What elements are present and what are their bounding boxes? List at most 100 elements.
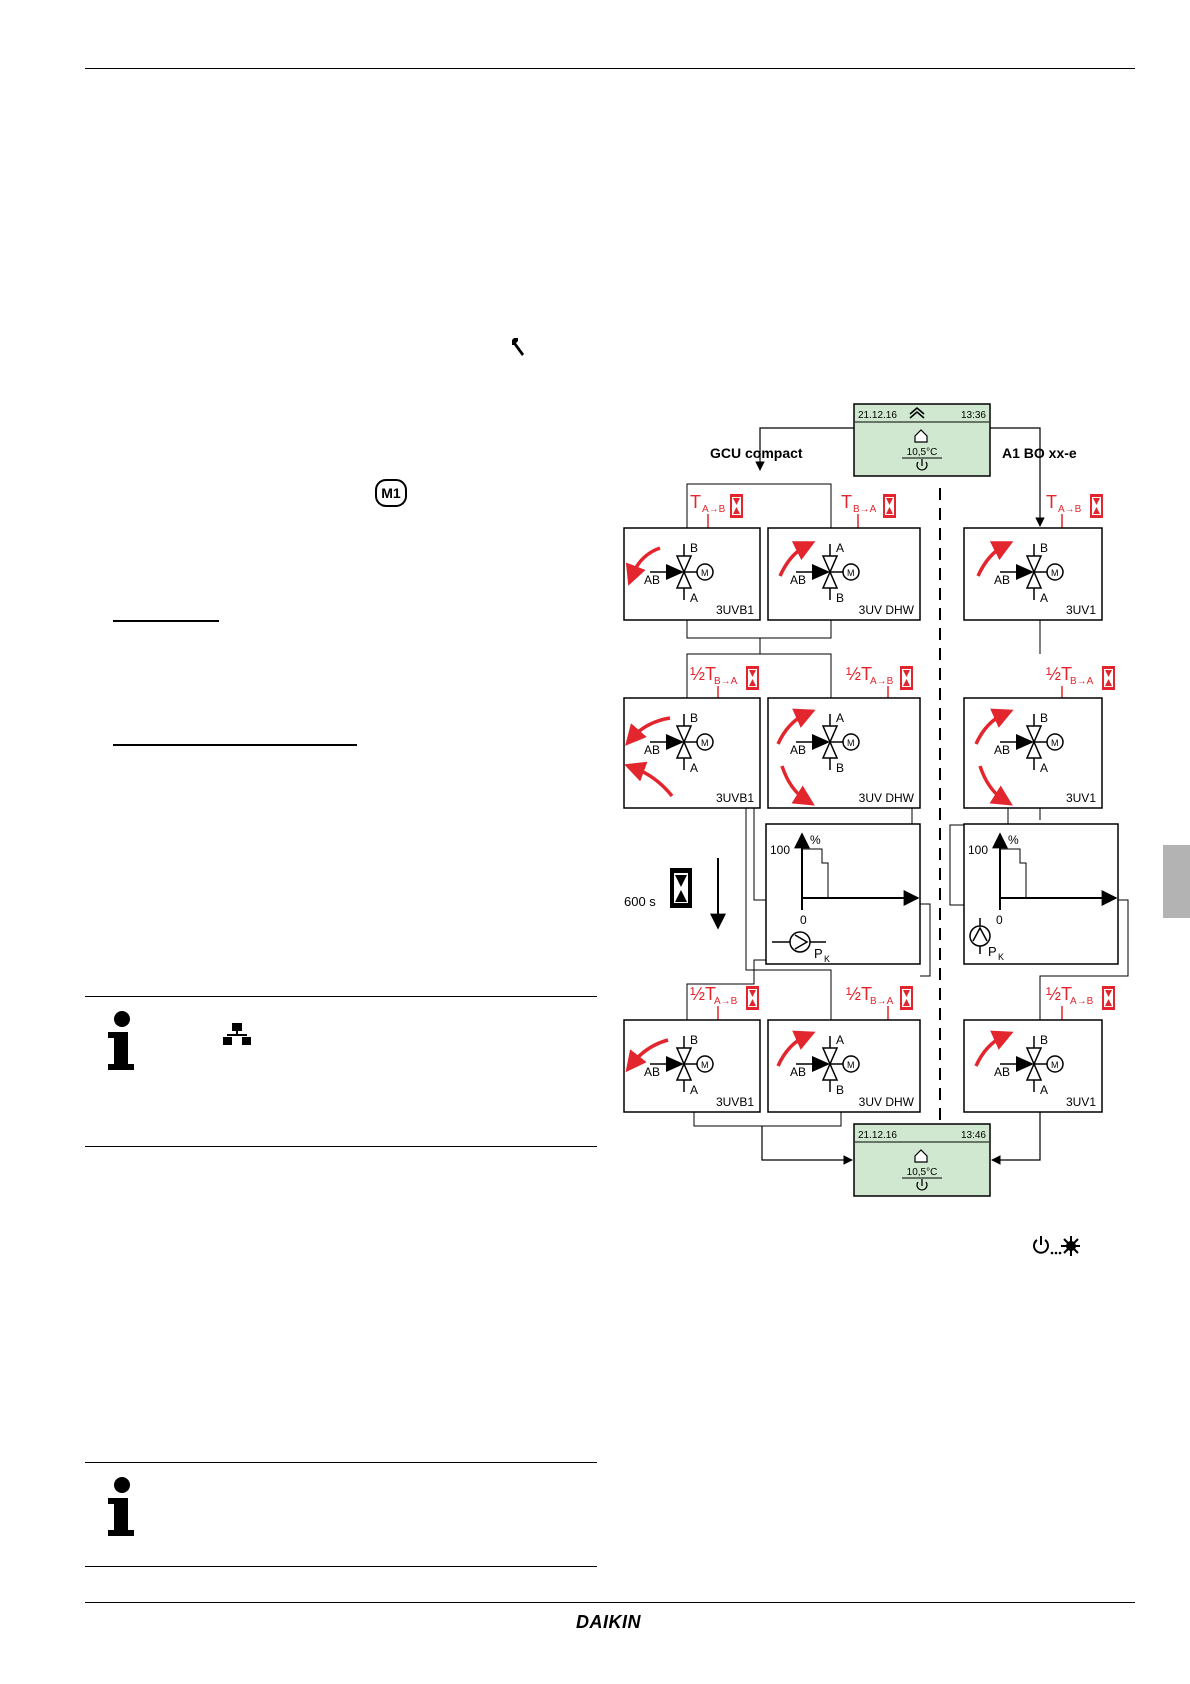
svg-text:A: A [1040, 591, 1048, 605]
svg-text:3UVB1: 3UVB1 [716, 1095, 754, 1109]
svg-text:M: M [1051, 568, 1059, 578]
svg-text:B: B [1040, 711, 1048, 725]
lcd-house-icon [914, 1149, 928, 1163]
svg-text:B: B [1040, 1033, 1048, 1047]
svg-text:B→A: B→A [714, 676, 738, 687]
valve-box-3uvdhw-row1: A AB B M 3UV DHW [767, 527, 921, 621]
svg-text:½T: ½T [690, 984, 716, 1004]
daikin-logo: DAIKIN [576, 1612, 641, 1632]
wait-time-label: 600 s [624, 894, 656, 909]
info-icon [108, 1477, 134, 1536]
svg-text:AB: AB [994, 1065, 1010, 1079]
svg-text:B: B [1040, 541, 1048, 555]
svg-text:3UV1: 3UV1 [1066, 603, 1096, 617]
svg-text:M: M [701, 568, 709, 578]
svg-text:3UV1: 3UV1 [1066, 1095, 1096, 1109]
valve-diagram: 21.12.16 13:36 10,5°C 21.12.16 13:46 10,… [623, 403, 1129, 1197]
svg-text:K: K [824, 954, 830, 964]
info-box-1-top-rule [85, 996, 597, 997]
svg-text:0: 0 [800, 913, 807, 927]
svg-text:B: B [690, 1033, 698, 1047]
header-rule [85, 68, 1135, 69]
svg-text:M: M [701, 738, 709, 748]
svg-text:AB: AB [644, 1065, 660, 1079]
svg-text:A: A [690, 591, 698, 605]
info-icon [108, 1011, 134, 1070]
svg-text:%: % [1008, 833, 1019, 847]
svg-text:AB: AB [994, 743, 1010, 757]
network-icon [223, 1023, 251, 1045]
valve-box-3uv1-row3: B AB A M 3UV1 [963, 1019, 1103, 1113]
svg-text:3UV DHW: 3UV DHW [859, 1095, 915, 1109]
svg-text:B: B [836, 761, 844, 775]
svg-text:B→A: B→A [853, 504, 877, 515]
lcd-time-end: 13:46 [961, 1130, 986, 1141]
svg-text:A: A [690, 761, 698, 775]
svg-text:½T: ½T [1046, 984, 1072, 1004]
svg-text:A: A [1040, 761, 1048, 775]
timer-t-ba-1: T B→A [841, 492, 896, 518]
svg-text:B: B [836, 591, 844, 605]
valve-box-3uvdhw-row3: A AB B M 3UV DHW [767, 1019, 921, 1113]
svg-text:P: P [814, 946, 823, 961]
svg-text:B: B [836, 1083, 844, 1097]
svg-text:T: T [841, 492, 852, 512]
timer-half-t-ab-row3-left: ½T A→B [690, 984, 759, 1010]
svg-text:100: 100 [968, 843, 988, 857]
lcd-mode-icon [909, 407, 925, 419]
svg-text:A→B: A→B [870, 676, 894, 687]
label-a1-bo: A1 BO xx-e [1002, 445, 1077, 461]
svg-text:M: M [847, 1060, 855, 1070]
svg-text:½T: ½T [690, 664, 716, 684]
svg-text:M: M [847, 568, 855, 578]
svg-text:AB: AB [644, 573, 660, 587]
svg-text:AB: AB [994, 573, 1010, 587]
svg-text:AB: AB [790, 1065, 806, 1079]
svg-text:K: K [998, 952, 1004, 962]
label-gcu-compact: GCU compact [710, 445, 803, 461]
timer-half-t-ba-row2-right: ½T B→A [1046, 664, 1115, 690]
svg-text:A: A [836, 711, 844, 725]
timer-half-t-ba-row3-mid: ½T B→A [846, 984, 913, 1010]
m1-badge-label: M1 [381, 485, 401, 501]
svg-text:½T: ½T [846, 984, 872, 1004]
svg-text:3UV1: 3UV1 [1066, 791, 1096, 805]
svg-text:T: T [1046, 492, 1057, 512]
footer-rule [85, 1602, 1135, 1603]
svg-text:0: 0 [996, 913, 1003, 927]
svg-text:100: 100 [770, 843, 790, 857]
lcd-temp-start: 10,5°C [907, 447, 938, 458]
svg-text:T: T [690, 492, 701, 512]
svg-text:AB: AB [790, 743, 806, 757]
m1-badge-icon: M1 [375, 479, 407, 507]
svg-text:A→B: A→B [714, 996, 738, 1007]
svg-text:½T: ½T [1046, 664, 1072, 684]
valve-box-3uvb1-row1: B AB A M 3UVB1 [623, 527, 761, 621]
lcd-temp-end: 10,5°C [907, 1167, 938, 1178]
text-underline-1 [113, 620, 219, 622]
lcd-date-end: 21.12.16 [858, 1130, 897, 1141]
pump-graph-left: % 100 0 P K [765, 823, 921, 965]
timer-half-t-ba-row2-left: ½T B→A [690, 664, 759, 690]
svg-text:A: A [1040, 1083, 1048, 1097]
svg-text:A: A [690, 1083, 698, 1097]
svg-text:B: B [690, 541, 698, 555]
lcd-house-icon [914, 429, 928, 443]
lcd-power-icon [916, 1181, 928, 1191]
svg-text:M: M [847, 738, 855, 748]
svg-text:A→B: A→B [1058, 504, 1082, 515]
svg-text:AB: AB [790, 573, 806, 587]
svg-text:½T: ½T [846, 664, 872, 684]
svg-text:A: A [836, 541, 844, 555]
lcd-power-icon [916, 461, 928, 471]
svg-text:3UVB1: 3UVB1 [716, 791, 754, 805]
svg-text:3UVB1: 3UVB1 [716, 603, 754, 617]
section-tab [1163, 845, 1190, 918]
svg-text:M: M [1051, 1060, 1059, 1070]
info-box-2-top-rule [85, 1462, 597, 1463]
timer-half-t-ab-row2-mid: ½T A→B [846, 664, 913, 690]
svg-text:M: M [1051, 738, 1059, 748]
info-box-2-bottom-rule [85, 1566, 597, 1567]
svg-text:3UV DHW: 3UV DHW [859, 791, 915, 805]
svg-text:A: A [836, 1033, 844, 1047]
